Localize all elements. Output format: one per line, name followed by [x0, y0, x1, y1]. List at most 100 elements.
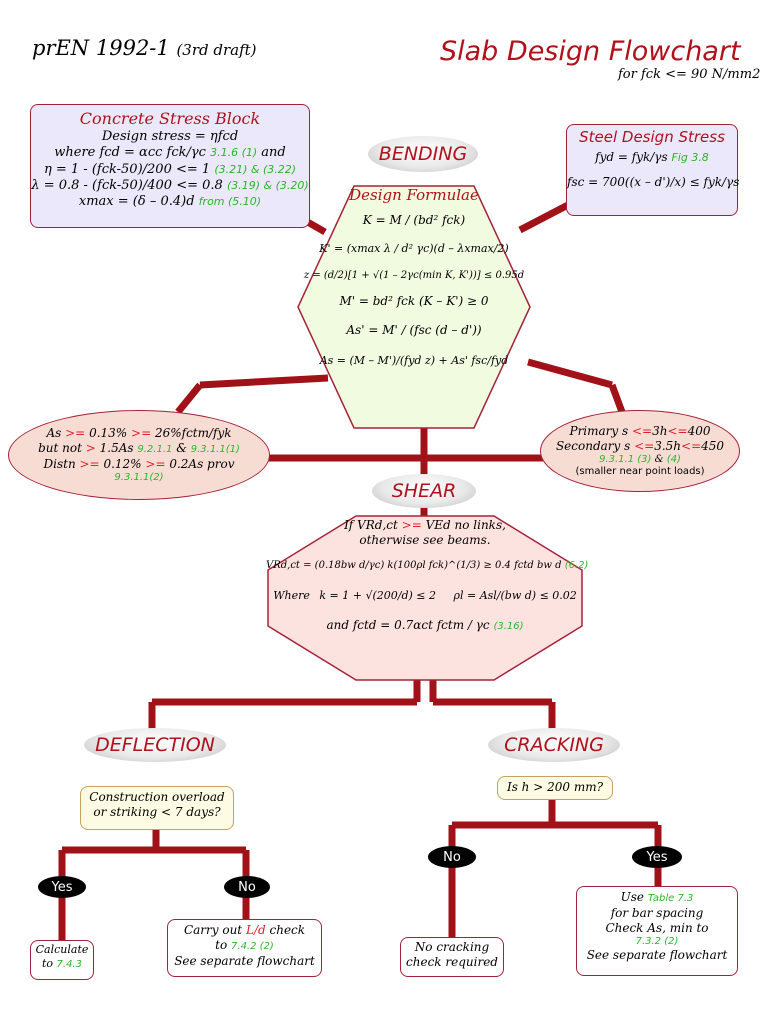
cracking-question: Is h > 200 mm?	[497, 776, 613, 800]
formula-as: As = (M – M')/(fyd z) + As' fsc/fyd	[319, 354, 509, 367]
spacing-l2c: 3.5h	[654, 438, 682, 453]
reinf-l2d: 9.2.1.1	[137, 444, 173, 455]
reinf-l1e: 26%fctm/fyk	[154, 426, 232, 440]
reinf-l3d: >=	[145, 456, 166, 471]
spacing-l3a: 9.3.1.1 (3)	[599, 453, 652, 465]
shear-f2c: ρl = Asl/(bw d) ≤ 0.02	[453, 588, 577, 602]
reinf-l3b: >=	[79, 456, 100, 471]
deflection-yes-badge: Yes	[38, 876, 86, 898]
reinf-line-2: but not > 1.5As 9.2.1.1 & 9.3.1.1(1)	[38, 441, 240, 457]
reinf-l1c: 0.13%	[89, 426, 128, 440]
shear-shape	[267, 515, 583, 681]
shear-l1c: VEd no links,	[425, 518, 506, 532]
spacing-line-4: (smaller near point loads)	[575, 466, 705, 477]
concrete-line-2: where fcd = αcc fck/γc 3.1.6 (1) and	[31, 145, 309, 161]
reinf-l1d: >=	[131, 426, 152, 440]
code-text: prEN 1992-1	[32, 36, 170, 60]
steel-design-stress: Steel Design Stress fyd = fyk/γs Fig 3.8…	[566, 124, 740, 216]
spacing-l2a: Secondary s	[555, 438, 631, 453]
deflection-q-line-1: Construction overload	[89, 790, 225, 804]
concrete-line-4-ref: (3.19) & (3.20)	[226, 178, 309, 192]
carry-l1a: Carry out	[183, 923, 243, 937]
formula-k-prime: K' = (xmax λ / d² γc)(d – λxmax/2)	[319, 241, 509, 255]
connector-spacing-b	[608, 383, 626, 414]
reinf-l1a: As	[46, 426, 62, 440]
use-table-box: Use Table 7.3 for bar spacing Check As, …	[576, 886, 738, 976]
steel-title: Steel Design Stress	[579, 128, 725, 146]
concrete-line-5: xmax = (δ – 0.4)d from (5.10)	[31, 194, 309, 210]
design-formulae: Design Formulae K = M / (bd² fck) K' = (…	[294, 186, 534, 368]
shear-l1b: >=	[401, 518, 422, 532]
cracking-label: CRACKING	[488, 728, 620, 762]
carry-line-3: See separate flowchart	[174, 953, 315, 968]
spacing-l2e: 450	[701, 438, 725, 453]
formula-k: K = M / (bd² fck)	[362, 212, 466, 227]
spacing-l1d: <=	[667, 423, 688, 438]
concrete-stress-block: Concrete Stress Block Design stress = ηf…	[30, 104, 310, 228]
carry-out-box: Carry out L/d check to 7.4.2 (2) See sep…	[167, 919, 322, 977]
spacing-l2d: <=	[681, 438, 702, 453]
reinf-l2a: but not	[38, 441, 82, 455]
calculate-to: to	[42, 956, 54, 970]
connector-reinf-b	[175, 382, 203, 415]
concrete-line-5-ref: from (5.10)	[198, 195, 262, 208]
reinf-l2e: &	[176, 441, 187, 455]
reinf-l3e: 0.2As prov	[169, 456, 235, 471]
spacing-l1e: 400	[687, 423, 711, 438]
reinf-line-4: 9.3.1.1(2)	[114, 471, 164, 483]
deflection-q-line-2: or striking < 7 days?	[93, 805, 221, 819]
concrete-title: Concrete Stress Block	[79, 109, 261, 128]
concrete-line-1: Design stress = ηfcd	[101, 129, 239, 144]
shear-f1: VRd,ct = (0.18bw d/γc) k(100ρl fck)^(1/3…	[266, 560, 562, 571]
reinf-line-1: As >= 0.13% >= 26%fctm/fyk	[46, 426, 231, 441]
carry-l1b: L/d	[245, 923, 266, 937]
steel-line-1-ref: Fig 3.8	[671, 150, 709, 164]
concrete-line-2-ref: 3.1.6 (1)	[210, 146, 258, 160]
spacing-limits: Primary s <=3h<=400 Secondary s <=3.5h<=…	[540, 410, 740, 492]
calculate-box: Calculate to 7.4.3	[30, 940, 94, 980]
concrete-line-5-text: xmax = (δ – 0.4)d	[78, 194, 195, 209]
use-line-2: for bar spacing	[610, 905, 704, 920]
spacing-l1a: Primary s	[569, 423, 629, 438]
draft-text: (3rd draft)	[176, 41, 257, 59]
reinf-l2f: 9.3.1.1(1)	[190, 444, 240, 455]
use-l1b: Table 7.3	[647, 893, 694, 904]
no-cracking-line-2: check required	[406, 955, 498, 969]
spacing-l2b: <=	[634, 438, 655, 453]
reinf-line-3: Distn >= 0.12% >= 0.2As prov	[44, 457, 235, 472]
carry-l1c: check	[269, 923, 306, 937]
page-subtitle: for fck <= 90 N/mm2	[618, 67, 761, 82]
shear-formula-3: and fctd = 0.7αct fctm / γc (3.16)	[266, 618, 584, 634]
use-line-3: Check As, min to	[605, 920, 709, 935]
shear-formula-2: Where k = 1 + √(200/d) ≤ 2 ρl = Asl/(bw …	[266, 589, 584, 603]
shear-f3-ref: (3.16)	[493, 621, 524, 633]
concrete-line-3: η = 1 - (fck-50)/200 <= 1 (3.21) & (3.22…	[31, 162, 309, 178]
carry-l2a: to	[215, 938, 228, 952]
reinf-l3c: 0.12%	[103, 456, 142, 471]
code-title: prEN 1992-1 (3rd draft)	[32, 36, 257, 60]
cracking-yes-badge: Yes	[632, 846, 682, 868]
page-title: Slab Design Flowchart	[440, 36, 741, 67]
design-formulae-shape	[297, 185, 531, 429]
steel-line-1-text: fyd = fyk/γs	[595, 149, 668, 164]
carry-l2b: 7.4.2 (2)	[231, 941, 274, 952]
concrete-line-4-text: λ = 0.8 - (fck-50)/400 <= 0.8	[31, 177, 223, 193]
spacing-l3b: &	[654, 453, 664, 465]
connector-reinf-a	[199, 374, 329, 389]
steel-line-2: fsc = 700((x – d')/x) ≤ fyk/γs	[567, 174, 740, 189]
cracking-no-badge: No	[428, 846, 476, 868]
reinf-l1b: >=	[65, 426, 86, 440]
deflection-no-badge: No	[224, 876, 270, 898]
reinf-l2c: 1.5As	[99, 441, 134, 455]
reinf-l3a: Distn	[43, 456, 76, 471]
steel-line-1: fyd = fyk/γs Fig 3.8	[567, 150, 737, 165]
connector-steel	[518, 201, 570, 234]
shear-l1a: If VRd,ct	[344, 518, 398, 532]
formula-m-prime: M' = bd² fck (K – K') ≥ 0	[339, 294, 489, 308]
deflection-label: DEFLECTION	[84, 728, 226, 762]
spacing-l3c: (4)	[666, 453, 681, 465]
spacing-l1b: <=	[632, 423, 653, 438]
formulae-title: Design Formulae	[349, 186, 479, 204]
reinforcement-limits: As >= 0.13% >= 26%fctm/fyk but not > 1.5…	[8, 410, 270, 500]
calculate-ref: 7.4.3	[56, 958, 82, 970]
